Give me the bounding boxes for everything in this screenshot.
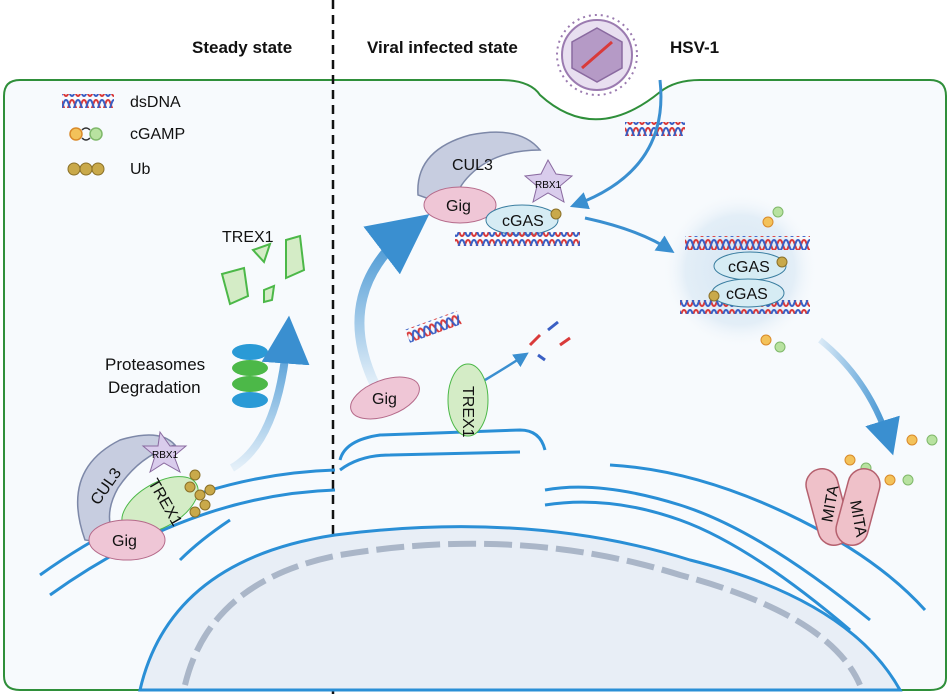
condensation-arrow — [584, 216, 675, 253]
proteasome-icon — [232, 344, 268, 408]
gig-label-membrane: Gig — [372, 391, 397, 408]
ubiquitin-icon — [776, 256, 788, 268]
trex1-fragments-label: TREX1 — [222, 229, 274, 246]
infected-complex: CUL3 RBX1 Gig cGAS — [417, 131, 580, 246]
trex1-shape-membrane — [447, 363, 489, 437]
ubiquitin-icon — [550, 208, 562, 220]
mita-label-right: MITA — [846, 499, 869, 539]
gig-label-steady: Gig — [112, 533, 137, 550]
gig-shape-infected — [423, 186, 497, 224]
legend-dsdna-label: dsDNA — [130, 94, 181, 111]
mita-dimer: MITA MITA — [805, 468, 881, 546]
header-virus: HSV-1 — [670, 38, 719, 57]
mita-label-left: MITA — [819, 484, 842, 524]
gig-label-infected: Gig — [446, 198, 471, 215]
legend-cgamp-label: cGAMP — [130, 126, 185, 143]
gig-shape-steady — [88, 519, 166, 561]
header-steady-state: Steady state — [192, 38, 292, 57]
sting-activation-arrow — [818, 337, 900, 456]
cgamp-icon — [884, 474, 914, 486]
ubiquitin-icon — [708, 290, 720, 302]
proteasomes-label: Proteasomes — [105, 355, 205, 374]
ubiquitin-icon — [67, 162, 105, 176]
trex1-label-membrane: TREX1 — [459, 386, 476, 438]
dsdna-cytosolic — [405, 310, 462, 343]
degradation-arrow — [229, 315, 310, 472]
ubiquitin-chain-steady — [184, 469, 216, 518]
activation-arrow — [354, 214, 430, 388]
viral-entry-arrow — [569, 79, 663, 210]
cgas-label-lower: cGAS — [726, 286, 768, 303]
cgas-label-infected: cGAS — [502, 213, 544, 230]
dsdna-condensate-top — [685, 236, 810, 250]
rbx1-label-infected: RBX1 — [535, 180, 562, 191]
legend: dsDNA cGAMP Ub — [62, 94, 185, 178]
cgas-label-upper: cGAS — [728, 259, 770, 276]
er-membrane-right — [338, 428, 927, 632]
rbx1-shape — [141, 430, 188, 474]
degradation-label: Degradation — [108, 378, 201, 397]
nucleus — [138, 525, 903, 692]
dsdna-bound — [455, 232, 580, 246]
cgamp-icon — [906, 434, 938, 446]
hsv1-virus-icon — [556, 14, 638, 96]
cgamp-icon — [69, 127, 103, 141]
steady-complex: CUL3 RBX1 TREX1 Gig — [77, 430, 216, 561]
cul3-shape — [77, 434, 177, 547]
dsdna-icon — [62, 94, 114, 108]
rbx1-shape-infected — [523, 158, 574, 204]
legend-ub-label: Ub — [130, 161, 151, 178]
cul3-label-infected: CUL3 — [452, 157, 493, 174]
degradation-dna-arrow — [484, 352, 529, 382]
cgamp-icon — [762, 206, 784, 228]
trex1-fragments — [220, 234, 306, 306]
rbx1-label-steady: RBX1 — [152, 450, 179, 461]
cgamp-icon — [760, 334, 786, 353]
degraded-dna-fragments — [528, 320, 571, 362]
header-infected-state: Viral infected state — [367, 38, 518, 57]
gig-shape-membrane — [350, 376, 420, 420]
